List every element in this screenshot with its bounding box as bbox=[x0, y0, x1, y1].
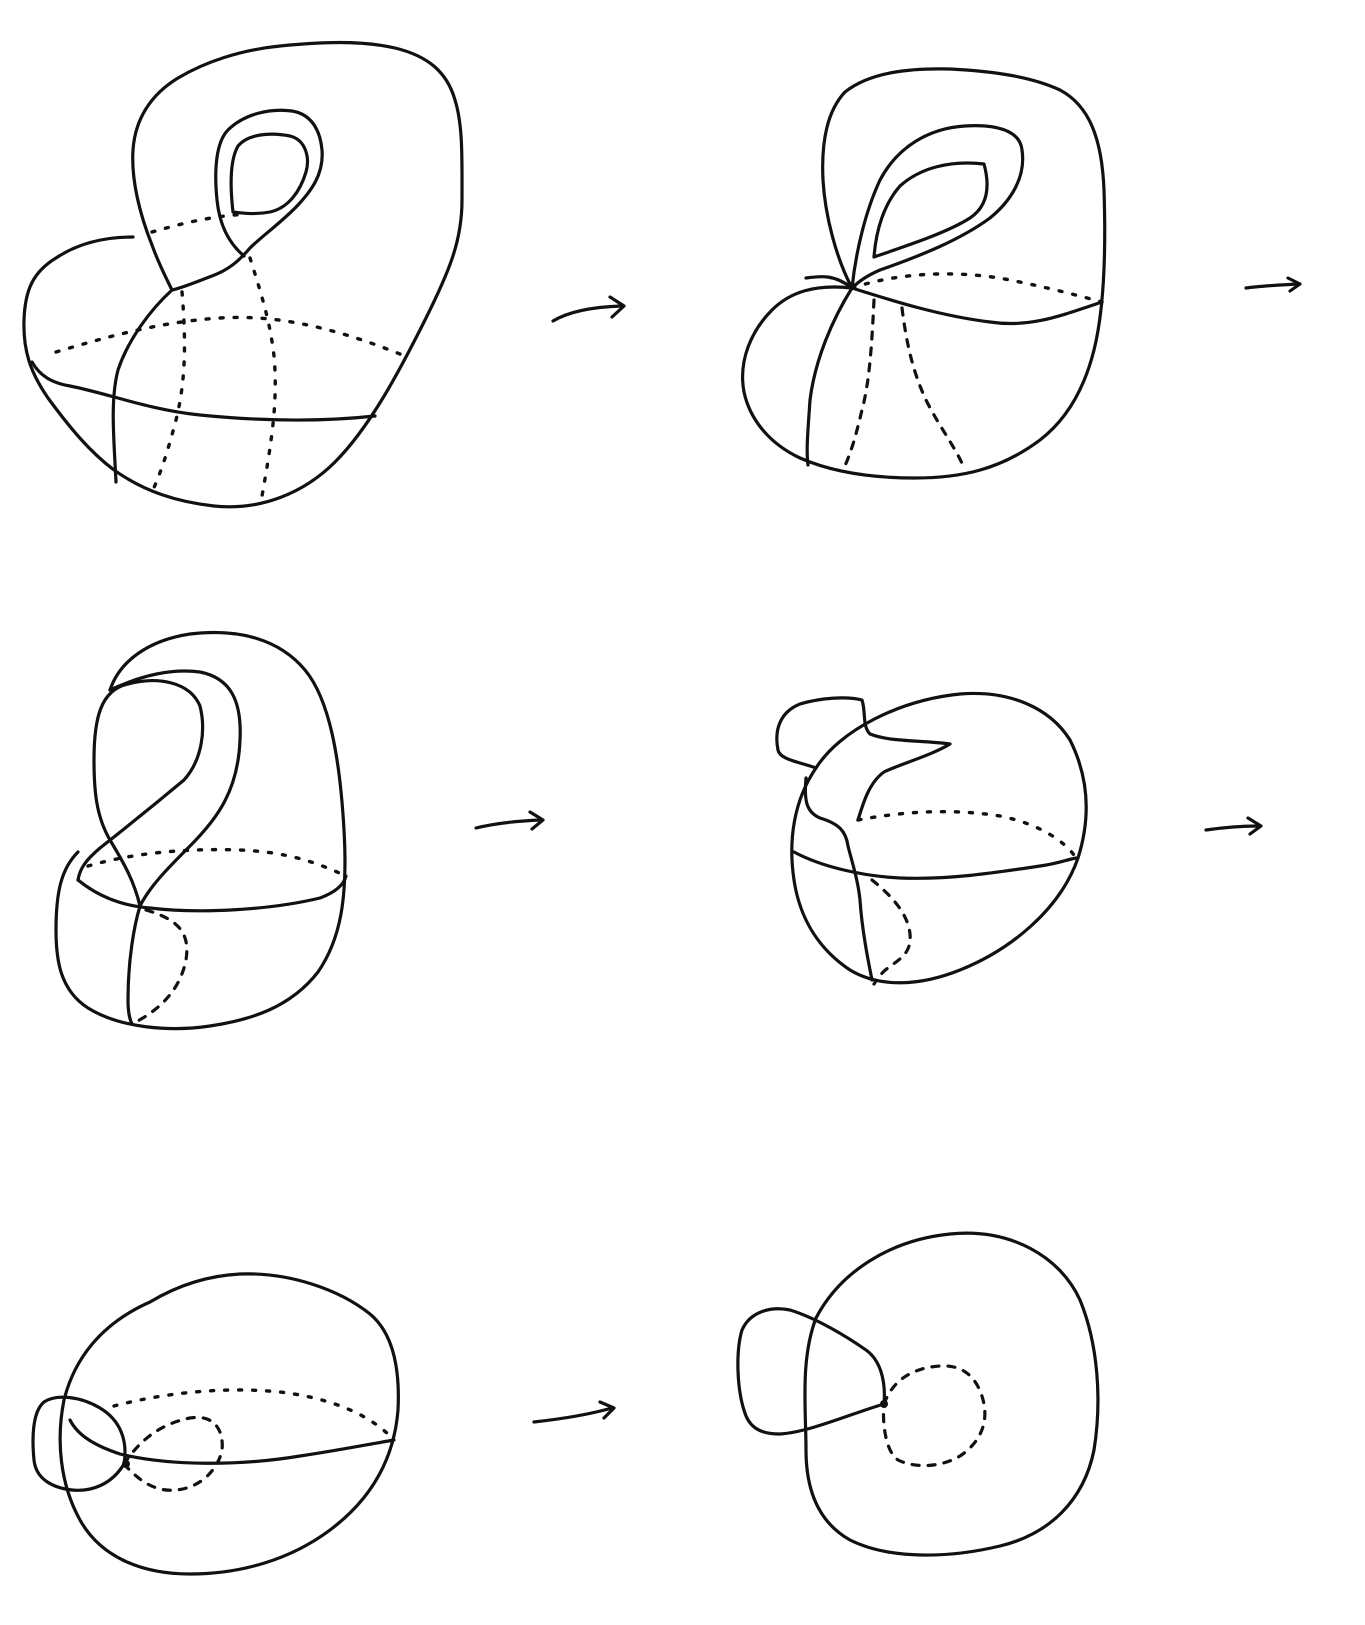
panel-4-inner-fold bbox=[803, 776, 874, 982]
panel-1-equator-front bbox=[30, 360, 377, 422]
panel-3-handle-folded bbox=[54, 630, 348, 1031]
panel-5-pinch-point bbox=[122, 1460, 130, 1468]
right-arrow-icon bbox=[551, 295, 626, 323]
panel-5-inner-loop bbox=[122, 1415, 224, 1492]
panel-3-fold-outer bbox=[108, 669, 242, 1026]
right-arrow-icon bbox=[532, 1400, 616, 1424]
panel-4-bulge bbox=[775, 696, 952, 822]
panel-5-equator-front bbox=[68, 1418, 396, 1465]
panel-3-equator-front bbox=[76, 874, 348, 913]
panel-1-handle-inner bbox=[229, 132, 310, 216]
panel-5-sphere-with-side-loop bbox=[31, 1272, 400, 1576]
panel-6-outline bbox=[803, 1231, 1100, 1557]
panel-3-outline bbox=[54, 630, 347, 1031]
panel-1-equator-back bbox=[54, 315, 402, 356]
panel-6-pinch-point bbox=[880, 1400, 888, 1408]
panel-1-sphere-with-handle bbox=[22, 40, 464, 509]
panel-3-fold-inner bbox=[76, 679, 205, 908]
panel-1-outline bbox=[22, 40, 464, 509]
panel-4-sphere-with-bulge bbox=[775, 691, 1088, 986]
panel-5-equator-back bbox=[112, 1388, 396, 1442]
panel-2-equator-back bbox=[850, 272, 1104, 304]
panel-2-meridian-back-2 bbox=[900, 306, 966, 470]
panel-3-meridian-back bbox=[130, 908, 189, 1026]
panel-4-equator-back bbox=[856, 809, 1078, 860]
panel-2-meridian-front bbox=[805, 286, 854, 467]
panel-1-meridian-right bbox=[248, 256, 277, 498]
right-arrow-icon bbox=[1244, 276, 1302, 293]
right-arrow-icon bbox=[474, 810, 545, 831]
panel-1-handle-outer bbox=[170, 108, 324, 292]
panel-5-side-loop bbox=[31, 1395, 127, 1492]
panel-6-external-loop bbox=[736, 1307, 886, 1436]
panel-6-inner-loop bbox=[881, 1364, 987, 1468]
panel-2-outline bbox=[741, 67, 1107, 480]
panel-4-meridian-back bbox=[870, 878, 912, 986]
panel-2-handle-pinched bbox=[741, 67, 1107, 480]
panel-2-tail bbox=[804, 274, 854, 290]
panel-2-meridian-back-1 bbox=[842, 298, 876, 470]
panel-6-sphere-with-external-loop bbox=[736, 1231, 1100, 1557]
right-arrow-icon bbox=[1204, 816, 1263, 836]
panel-5-outline bbox=[58, 1272, 400, 1576]
panel-4-equator-front bbox=[792, 850, 1078, 880]
panel-1-handle-seam-back bbox=[150, 212, 250, 234]
panel-2-handle-inner bbox=[872, 161, 989, 259]
panel-3-equator-back bbox=[86, 847, 348, 878]
panel-2-equator-front bbox=[850, 286, 1104, 326]
panel-4-outline bbox=[790, 691, 1088, 985]
panel-2-handle-outer bbox=[850, 124, 1025, 290]
